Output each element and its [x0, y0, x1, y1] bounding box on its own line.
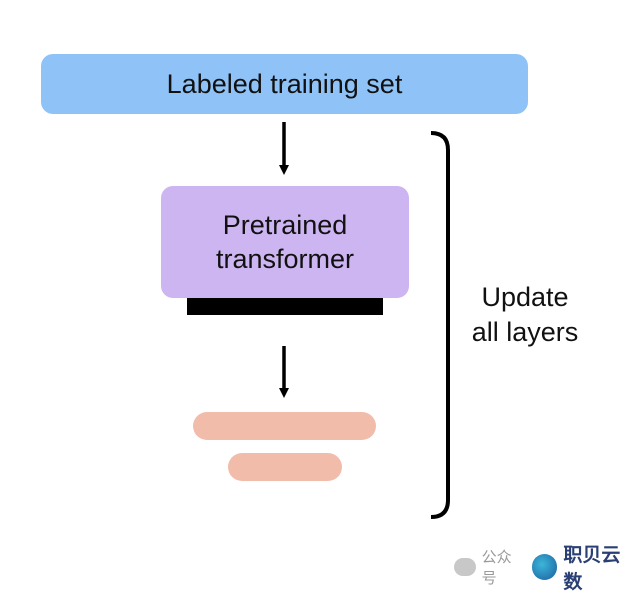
update-label-line1: Update — [481, 282, 569, 312]
bracket-right — [430, 131, 450, 519]
watermark-brand: 职贝云数 — [563, 545, 621, 593]
training-set-label: Labeled training set — [166, 68, 403, 99]
watermark-prefix: 公众号 — [481, 549, 512, 587]
output-layer-1 — [193, 412, 376, 440]
update-label-line2: all layers — [471, 317, 579, 347]
transformer-base-bar — [187, 298, 383, 315]
pretrained-transformer-box: Pretrained transformer — [161, 186, 409, 298]
labeled-training-set-box: Labeled training set — [41, 54, 528, 114]
watermark: 公众号 职贝云数 — [454, 540, 638, 594]
output-layer-2 — [228, 453, 342, 481]
brand-logo-icon — [531, 554, 558, 580]
update-all-layers-label: Update all layers — [460, 280, 590, 350]
transformer-label-line2: transformer — [215, 244, 355, 274]
wechat-icon — [454, 558, 476, 576]
transformer-label-line1: Pretrained — [222, 210, 348, 240]
